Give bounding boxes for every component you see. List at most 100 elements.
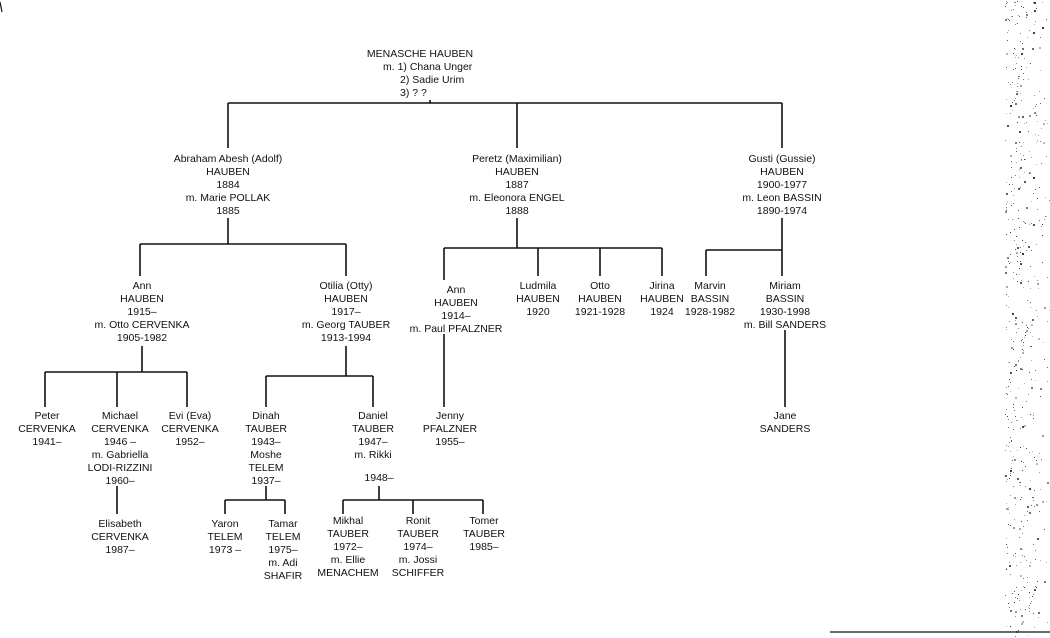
speck (1016, 450, 1018, 452)
person-line: m. Georg TAUBER (301, 319, 391, 331)
speck (1005, 414, 1007, 416)
speck (1016, 274, 1018, 276)
speck (1035, 133, 1037, 135)
speck (1020, 367, 1023, 370)
speck (1014, 100, 1016, 102)
person-line: 1913-1994 (320, 332, 372, 344)
person-line: 1973 – (208, 544, 242, 556)
speck (1041, 459, 1043, 461)
speck (1038, 612, 1041, 615)
person-line: m. Gabriella (91, 449, 149, 461)
speck (1014, 555, 1016, 557)
person-line: Michael (101, 410, 139, 422)
speck (1015, 252, 1018, 255)
speck (1019, 167, 1022, 170)
person-line: Gusti (Gussie) (748, 153, 816, 165)
person-line: Ann (446, 284, 466, 296)
speck (1012, 69, 1014, 71)
person-line: Otilia (Otty) (319, 280, 373, 292)
speck (1013, 349, 1015, 351)
speck (1034, 10, 1037, 13)
speck (1025, 241, 1027, 243)
speck (1046, 276, 1048, 278)
speck (1005, 625, 1007, 627)
speck (1045, 561, 1047, 563)
speck (1030, 414, 1032, 416)
speck (1027, 300, 1029, 302)
person-line: 1985– (469, 541, 499, 553)
speck (1006, 387, 1008, 389)
speck (1016, 85, 1018, 87)
speck (1014, 23, 1016, 25)
person-line: Otto (590, 280, 610, 292)
speck (1038, 220, 1040, 222)
speck (1014, 602, 1016, 604)
speck (1011, 183, 1013, 185)
person-line: HAUBEN (206, 166, 250, 178)
speck (1034, 558, 1036, 560)
speck (1025, 222, 1027, 224)
speck (1015, 142, 1018, 145)
speck (1030, 331, 1032, 333)
speck (1009, 626, 1011, 628)
speck (1010, 83, 1012, 85)
speck (1020, 562, 1022, 564)
speck (1011, 16, 1013, 18)
speck (1038, 47, 1041, 50)
speck (1022, 349, 1023, 351)
person-line: Moshe (250, 449, 282, 461)
speck (1033, 500, 1035, 502)
speck (1010, 390, 1012, 392)
speck (1009, 253, 1011, 255)
speck (1005, 543, 1007, 545)
speck (1008, 263, 1010, 265)
speck (1016, 598, 1018, 600)
speck (1026, 582, 1028, 584)
speck (1009, 442, 1011, 443)
speck (1012, 406, 1014, 408)
speck (1014, 4, 1016, 6)
person-line: 1987– (105, 544, 135, 556)
speck (1011, 339, 1013, 341)
speck (1034, 380, 1036, 382)
speck (1022, 621, 1025, 623)
speck (1020, 260, 1022, 262)
speck (1013, 428, 1015, 430)
speck (1041, 163, 1043, 165)
speck (1046, 380, 1048, 382)
speck (1024, 158, 1026, 160)
speck (1016, 587, 1018, 589)
speck (1025, 559, 1027, 561)
person-line: m. Rikki (354, 449, 392, 461)
marriage-2: 2) Sadie Urim (400, 74, 465, 86)
speck (1035, 103, 1037, 105)
speck (1027, 519, 1029, 521)
speck (1023, 342, 1025, 344)
speck (1044, 528, 1046, 530)
speck (1025, 609, 1027, 610)
speck (1040, 396, 1042, 398)
speck (1021, 590, 1023, 592)
speck (1036, 309, 1038, 311)
speck (1012, 472, 1014, 474)
speck (1010, 451, 1012, 453)
root-node: MENASCHE HAUBEN (367, 48, 473, 61)
speck (1023, 383, 1025, 385)
speck (1017, 116, 1020, 119)
speck (1043, 358, 1045, 360)
speck (1023, 556, 1025, 558)
speck (1006, 1, 1008, 3)
speck (1039, 453, 1041, 455)
speck (1019, 131, 1022, 134)
speck (1037, 288, 1039, 290)
speck (1017, 187, 1020, 190)
speck (1012, 195, 1014, 197)
speck (1019, 142, 1021, 144)
speck (1024, 515, 1026, 517)
speck (1022, 42, 1024, 44)
speck (1028, 512, 1031, 515)
